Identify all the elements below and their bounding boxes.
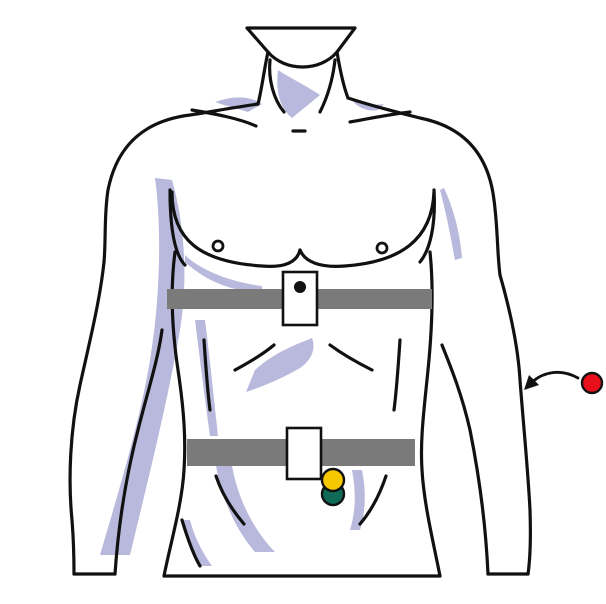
right-arm-outer xyxy=(500,275,530,574)
chest-sensor-dot xyxy=(294,281,306,293)
lower-belly-shading xyxy=(216,466,275,552)
right-pectoral xyxy=(300,192,434,266)
left-pectoral xyxy=(172,192,300,266)
left-collarbone xyxy=(192,110,256,126)
right-collarbone xyxy=(350,112,410,122)
left-arm-outer xyxy=(70,262,104,574)
pointer-arrow xyxy=(530,372,578,384)
right-nipple xyxy=(377,243,387,253)
right-arm-shading xyxy=(440,188,462,260)
chest-sensor xyxy=(283,272,317,325)
yellow-electrode xyxy=(322,469,344,491)
right-shoulder-outline xyxy=(348,98,500,275)
abdomen-shading xyxy=(246,338,314,392)
neck-left-outline xyxy=(258,52,268,104)
neck-right-outline xyxy=(337,52,348,98)
abdomen-line-right xyxy=(394,340,400,410)
left-nipple xyxy=(213,241,223,251)
red-electrode xyxy=(582,373,602,393)
neck-inner-right xyxy=(320,60,335,112)
right-arm-inner xyxy=(442,345,488,574)
red-electrode-indicator xyxy=(524,372,602,393)
body-shading xyxy=(100,70,462,566)
waist-sensor xyxy=(287,428,321,479)
rib-line-right xyxy=(330,345,372,370)
